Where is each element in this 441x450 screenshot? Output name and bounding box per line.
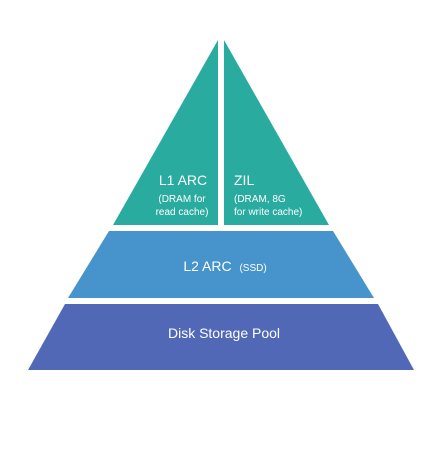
zil-desc-line1: (DRAM, 8G	[234, 194, 286, 205]
zil-shape	[224, 40, 329, 225]
l1-arc-title: L1 ARC	[159, 172, 207, 188]
zil-title: ZIL	[234, 172, 254, 188]
zil-desc-line2: for write cache)	[234, 207, 302, 218]
l1-arc-desc-line2: read cache)	[156, 207, 209, 218]
l2-arc-label: L2 ARC (SSD)	[183, 258, 266, 274]
l1-arc-desc-line1: (DRAM for	[158, 194, 206, 205]
l2-arc-title: L2 ARC	[183, 258, 231, 274]
disk-storage-pool-shape	[28, 304, 414, 370]
l2-arc-shape	[68, 231, 374, 298]
l1-arc-shape	[113, 40, 218, 225]
disk-storage-pool-title: Disk Storage Pool	[168, 325, 280, 341]
l2-arc-note: (SSD)	[239, 263, 266, 274]
